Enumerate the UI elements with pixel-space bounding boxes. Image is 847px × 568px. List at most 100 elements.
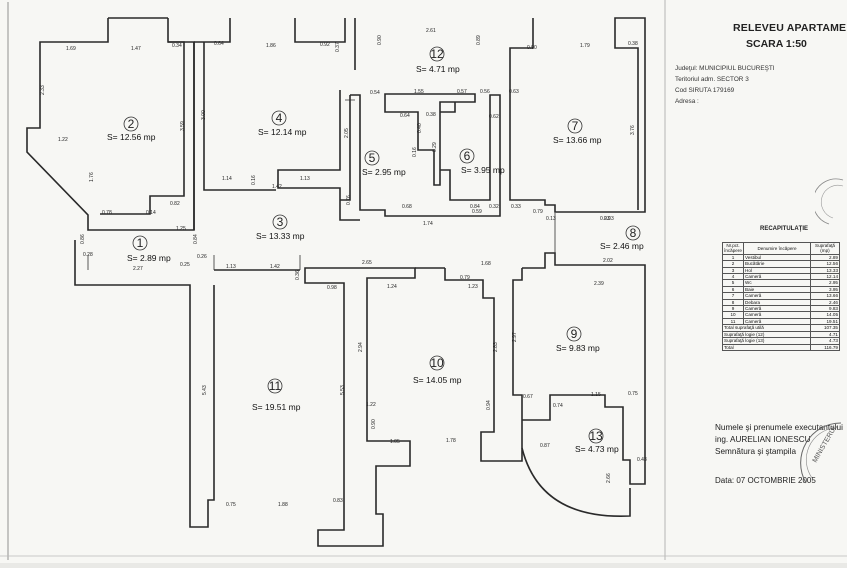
- dimension-label: 1.74: [423, 221, 433, 227]
- room-number-circle: [625, 225, 641, 241]
- dimension-label: 0.89: [476, 35, 482, 45]
- dimension-label: 0.13: [546, 216, 556, 222]
- room-number-circle: [459, 148, 475, 164]
- dimension-label: 0.40: [417, 123, 423, 133]
- room-number-circle: [567, 118, 583, 134]
- dimension-label: 0.84: [193, 234, 199, 244]
- dimension-label: 0.87: [540, 443, 550, 449]
- dimension-label: 2.03: [604, 216, 614, 222]
- dimension-label: 0.94: [486, 400, 492, 410]
- room-number: 8: [630, 226, 637, 240]
- dimension-label: 0.25: [180, 262, 190, 268]
- dimension-label: 0.63: [509, 89, 519, 95]
- dimension-label: 1.47: [131, 46, 141, 52]
- dimension-label: 1.69: [66, 46, 76, 52]
- room-area: S= 2.95 mp: [362, 167, 406, 177]
- room-area: S= 13.66 mp: [553, 135, 602, 145]
- room-area: S= 2.89 mp: [127, 253, 171, 263]
- room-area: S= 2.46 mp: [600, 241, 644, 251]
- dimension-label: 1.68: [481, 261, 491, 267]
- room-number: 11: [269, 379, 282, 393]
- meta-siruta: Cod SIRUTA 179169: [675, 87, 735, 94]
- signature-label: Semnătura şi ştampila: [715, 447, 796, 456]
- room-number-circle: [364, 150, 380, 166]
- dimension-label: 2.61: [426, 28, 436, 34]
- dimension-label: 0.75: [628, 391, 638, 397]
- room-number: 3: [277, 215, 284, 229]
- dimension-label: 1.76: [89, 172, 95, 182]
- room-number-circle: [132, 235, 148, 251]
- dimension-label: 1.14: [222, 176, 232, 182]
- dimension-label: 0.43: [637, 457, 647, 463]
- room-number-circle: [566, 326, 582, 342]
- dimension-label: 0.83: [333, 498, 343, 504]
- recap-title: RECAPITULAŢIE: [760, 226, 808, 232]
- room-area: S= 19.51 mp: [252, 402, 301, 412]
- dimension-label: 0.33: [511, 204, 521, 210]
- room-number: 7: [572, 119, 579, 133]
- dimension-label: 0.78: [102, 210, 112, 216]
- dimension-label: 0.64: [214, 41, 224, 47]
- dimension-label: 0.59: [472, 209, 482, 215]
- dimension-label: 0.16: [251, 175, 257, 185]
- dimension-label: 1.88: [278, 502, 288, 508]
- dimension-label: 2.33: [40, 85, 46, 95]
- stamp-fragment: [815, 178, 844, 225]
- dimension-label: 3.00: [201, 110, 207, 120]
- dimension-label: 0.37: [335, 42, 341, 52]
- dimension-label: 0.36: [295, 270, 301, 280]
- dimension-label: 0.76: [346, 195, 352, 205]
- dimension-label: 0.38: [628, 41, 638, 47]
- dimension-label: 0.68: [402, 204, 412, 210]
- dimension-label: 0.16: [412, 147, 418, 157]
- dimension-label: 0.26: [197, 254, 207, 260]
- room-number-circle: [429, 355, 445, 371]
- room-area: S= 9.83 mp: [556, 343, 600, 353]
- hall-top-wall: [214, 267, 445, 271]
- dimension-label: 0.84: [470, 204, 480, 210]
- recap-col-nr: Nr.pct. încăpere: [722, 242, 744, 255]
- dimension-label: 1.13: [226, 264, 236, 270]
- dimension-label: 0.74: [553, 403, 563, 409]
- dimension-label: 0.79: [533, 209, 543, 215]
- dimension-label: 2.02: [603, 258, 613, 264]
- dimension-label: 0.29: [432, 142, 438, 152]
- outer-wall-room9: [522, 252, 646, 485]
- dimension-label: 2.05: [344, 128, 350, 138]
- dimension-label: 0.34: [172, 43, 182, 49]
- outer-wall-room10: [444, 268, 523, 462]
- room-number: 5: [369, 151, 376, 165]
- dimension-label: 1.55: [414, 89, 424, 95]
- dimension-label: 0.67: [523, 394, 533, 400]
- dimension-label: 2.27: [133, 266, 143, 272]
- room-number-circle: [429, 46, 445, 62]
- drawing-scale: SCARA 1:50: [746, 38, 807, 50]
- dimension-label: 1.25: [176, 226, 186, 232]
- room-number-circle: [588, 428, 604, 444]
- meta-territory: Teritoriul adm. SECTOR 3: [675, 76, 749, 83]
- room-number: 10: [430, 356, 444, 370]
- room-number-circle: [267, 378, 283, 394]
- dimension-label: 0.64: [400, 113, 410, 119]
- executor-label: Numele şi prenumele executantului: [715, 423, 843, 432]
- dimension-label: 1.23: [468, 284, 478, 290]
- room-number: 6: [464, 149, 471, 163]
- dimension-label: 1.05: [390, 439, 400, 445]
- dimension-label: 5.53: [340, 385, 346, 395]
- meta-address: Adresa :: [675, 98, 699, 105]
- room2-inner: [100, 17, 185, 215]
- dimension-label: 1.78: [446, 438, 456, 444]
- dimension-label: 2.83: [493, 342, 499, 352]
- dimension-label: 1.42: [272, 184, 282, 190]
- dimension-label: 1.22: [58, 137, 68, 143]
- recap-header-row: Nr.pct. încăpere Denumire încăpere Supra…: [722, 242, 840, 255]
- drawing-title: RELEVEU APARTAME: [733, 22, 847, 34]
- recap-total-value: 107.35: [810, 324, 840, 332]
- room-number: 2: [128, 117, 135, 131]
- dimension-label: 1.79: [580, 43, 590, 49]
- dimension-label: 0.38: [426, 112, 436, 118]
- dimension-label: 0.86: [80, 234, 86, 244]
